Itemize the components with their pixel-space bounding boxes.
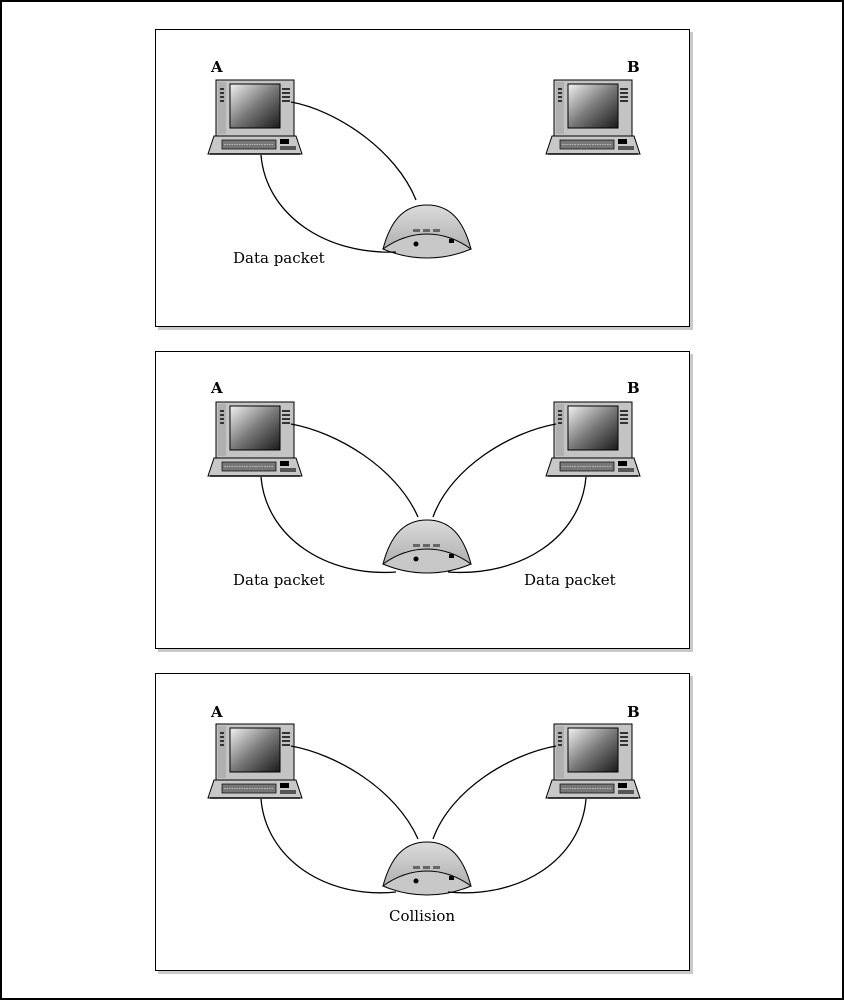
link-b-to-hub [432,423,557,518]
panel-collision: A B Collision [155,673,690,971]
link-b-to-hub [432,745,557,840]
data-packet-label-a: Data packet [233,571,325,589]
link-a-to-hub [290,423,419,518]
hub-icon [382,204,472,259]
hub-icon [382,519,472,574]
laptop-icon-a [207,79,303,155]
link-hub-to-a [260,154,397,253]
node-b-label: B [627,58,640,76]
node-a-label: A [211,703,223,721]
panel-3-diagram [207,723,641,896]
link-hub-to-a [260,476,397,574]
node-a-label: A [211,58,223,76]
laptop-icon-b [545,723,641,799]
laptop-icon-b [545,401,641,477]
panel-1-diagram [207,79,641,259]
node-b-label: B [627,379,640,397]
node-a-label: A [211,379,223,397]
link-a-to-hub [290,101,417,201]
link-a-to-hub [290,745,419,840]
laptop-icon-a [207,723,303,799]
laptop-icon-b [545,79,641,155]
link-hub-to-b [447,798,587,894]
data-packet-label-b: Data packet [524,571,616,589]
collision-label: Collision [389,907,456,925]
panel-2-diagram [207,401,641,574]
data-packet-label: Data packet [233,249,325,267]
link-hub-to-a [260,798,397,894]
panel-simultaneous-transmission: A B Data packet Data packet [155,351,690,649]
laptop-icon-a [207,401,303,477]
hub-icon [382,841,472,896]
panel-single-transmission: A B Data packet [155,29,690,327]
node-b-label: B [627,703,640,721]
link-hub-to-b [447,476,587,574]
